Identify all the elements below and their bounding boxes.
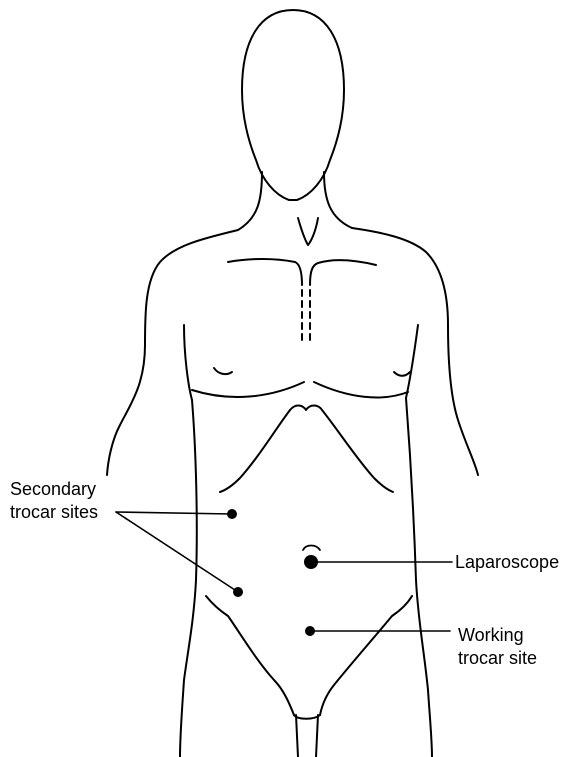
left-nipple [214, 368, 232, 374]
left-costal-margin [220, 410, 290, 492]
leader-secondary-upper [116, 512, 232, 514]
laparoscope-mark [303, 546, 320, 551]
leader-secondary-lower [116, 512, 238, 592]
right-costal-margin [322, 410, 393, 492]
right-clavicle [310, 260, 376, 285]
left-hip-crease [206, 596, 294, 715]
label-working-line2: trocar site [458, 647, 537, 669]
label-laparoscope: Laparoscope [455, 551, 559, 573]
right-nipple [394, 372, 410, 376]
right-pectoral [314, 382, 408, 397]
left-shoulder-arm [107, 230, 238, 475]
torso-left-side [180, 400, 197, 757]
label-working-line1: Working [458, 624, 524, 646]
left-inner-arm [184, 325, 192, 400]
left-pectoral [192, 382, 304, 397]
secondary-trocar-site-lower [233, 587, 243, 597]
left-leg-inner [296, 715, 298, 757]
xiphoid [290, 406, 322, 411]
throat-notch [298, 218, 318, 245]
groin [294, 715, 320, 719]
right-hip-crease [320, 596, 412, 715]
head-outline [242, 10, 344, 200]
left-clavicle [228, 259, 302, 285]
secondary-trocar-site-upper [227, 509, 237, 519]
label-secondary-line1: Secondary [10, 478, 96, 500]
torso-right-side [406, 398, 432, 757]
neck-right [324, 172, 352, 228]
right-inner-arm [406, 325, 418, 398]
right-leg-inner [316, 715, 318, 757]
working-trocar-site [305, 626, 315, 636]
neck-left [238, 172, 262, 230]
label-secondary-line2: trocar sites [10, 501, 98, 523]
laparoscope-site [304, 555, 318, 569]
